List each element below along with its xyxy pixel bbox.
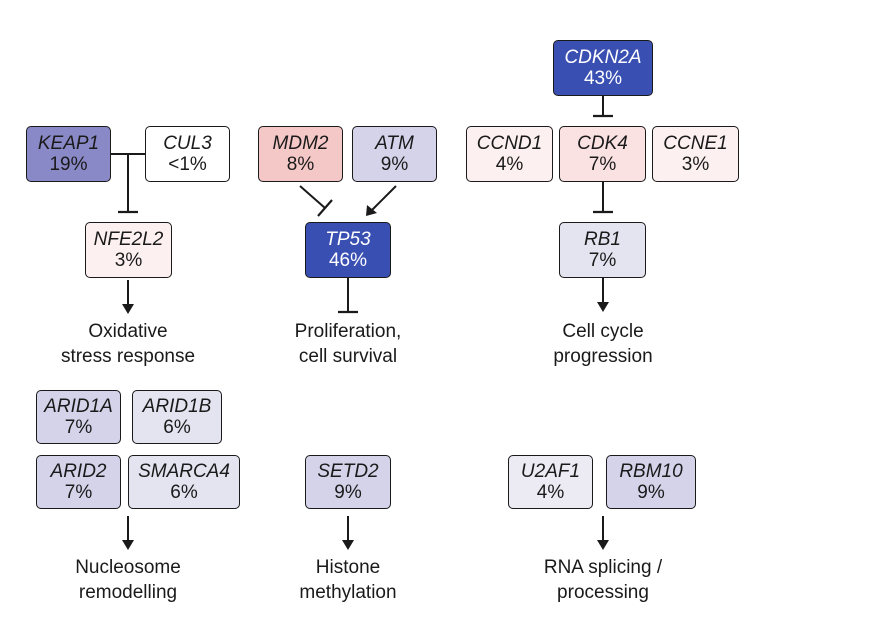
gene-box-ccne1: CCNE1 3%: [652, 126, 739, 182]
gene-name: ATM: [375, 132, 414, 154]
gene-box-cul3: CUL3 <1%: [145, 126, 230, 182]
gene-name: SMARCA4: [138, 460, 230, 482]
gene-name: CCND1: [476, 132, 543, 154]
histone-arrow-head: [342, 540, 354, 550]
outcome-line: stress response: [60, 345, 196, 367]
atm-arrow-shaft: [371, 185, 397, 211]
gene-box-arid1a: ARID1A 7%: [36, 390, 121, 444]
gene-percent: 6%: [163, 417, 191, 438]
outcome-line: Proliferation,: [294, 321, 402, 342]
gene-percent: 9%: [334, 482, 362, 503]
nfe2l2-arrow-head: [122, 304, 134, 314]
outcome-histone: Histone methylation: [268, 556, 428, 605]
gene-name: NFE2L2: [93, 228, 164, 250]
outcome-line: Nucleosome: [75, 557, 181, 578]
outcome-nucleosome: Nucleosome remodelling: [48, 556, 208, 605]
gene-percent: 9%: [637, 482, 665, 503]
gene-name: ARID1B: [142, 395, 212, 417]
gene-name: RBM10: [619, 460, 683, 482]
mdm2-inhibit-tp53-stem: [299, 185, 326, 209]
outcome-proliferation: Proliferation, cell survival: [268, 320, 428, 369]
gene-box-cdk4: CDK4 7%: [559, 126, 646, 182]
gene-name: ARID1A: [44, 395, 113, 417]
nucleosome-arrow-head: [122, 540, 134, 550]
gene-percent: 4%: [495, 154, 524, 175]
gene-name: ARID2: [50, 460, 107, 482]
outcome-line: Cell cycle: [562, 321, 644, 342]
gene-box-ccnd1: CCND1 4%: [466, 126, 553, 182]
gene-box-keap1: KEAP1 19%: [26, 126, 111, 182]
gene-percent: 7%: [64, 417, 93, 438]
gene-percent: 43%: [583, 68, 623, 89]
gene-name: CUL3: [163, 132, 212, 154]
outcome-line: processing: [557, 581, 649, 603]
outcome-line: Histone: [315, 557, 381, 578]
gene-name: TP53: [325, 228, 371, 250]
gene-percent: <1%: [168, 154, 207, 175]
gene-name: KEAP1: [37, 132, 100, 154]
gene-box-rb1: RB1 7%: [559, 222, 646, 278]
outcome-cell-cycle: Cell cycle progression: [523, 320, 683, 369]
rna-arrow-head: [597, 540, 609, 550]
outcome-line: Oxidative: [88, 321, 168, 342]
gene-percent: 7%: [64, 482, 93, 503]
gene-box-smarca4: SMARCA4 6%: [128, 455, 240, 509]
gene-box-nfe2l2: NFE2L2 3%: [85, 222, 172, 278]
gene-box-atm: ATM 9%: [352, 126, 437, 182]
outcome-line: progression: [553, 345, 653, 367]
gene-box-arid2: ARID2 7%: [36, 455, 121, 509]
gene-name: MDM2: [272, 132, 329, 154]
gene-percent: 7%: [588, 154, 617, 175]
gene-box-arid1b: ARID1B 6%: [132, 390, 222, 444]
gene-name: SETD2: [317, 460, 379, 482]
outcome-line: cell survival: [298, 345, 398, 367]
gene-percent: 3%: [114, 250, 143, 271]
gene-name: U2AF1: [520, 460, 581, 482]
gene-percent: 3%: [681, 154, 710, 175]
gene-percent: 46%: [328, 250, 368, 271]
outcome-line: RNA splicing /: [543, 557, 663, 578]
gene-box-u2af1: U2AF1 4%: [508, 455, 593, 509]
gene-name: CDKN2A: [564, 46, 642, 68]
outcome-rna-splicing: RNA splicing / processing: [523, 556, 683, 605]
mdm2-inhibit-tp53-bar: [317, 199, 333, 217]
gene-name: CDK4: [577, 132, 628, 154]
gene-percent: 7%: [588, 250, 617, 271]
gene-percent: 6%: [170, 482, 198, 503]
gene-name: RB1: [584, 228, 621, 250]
rb1-arrow-head: [597, 302, 609, 312]
gene-box-mdm2: MDM2 8%: [258, 126, 343, 182]
outcome-line: remodelling: [78, 581, 178, 603]
gene-box-tp53: TP53 46%: [305, 222, 391, 278]
gene-percent: 19%: [49, 154, 88, 175]
gene-percent: 4%: [536, 482, 565, 503]
outcome-line: methylation: [299, 581, 397, 603]
gene-box-rbm10: RBM10 9%: [606, 455, 696, 509]
gene-box-cdkn2a: CDKN2A 43%: [553, 40, 653, 96]
atm-arrow-head: [366, 205, 377, 216]
outcome-oxidative-stress: Oxidative stress response: [48, 320, 208, 369]
gene-percent: 8%: [286, 154, 315, 175]
gene-percent: 9%: [380, 154, 409, 175]
gene-box-setd2: SETD2 9%: [305, 455, 391, 509]
gene-name: CCNE1: [663, 132, 728, 154]
